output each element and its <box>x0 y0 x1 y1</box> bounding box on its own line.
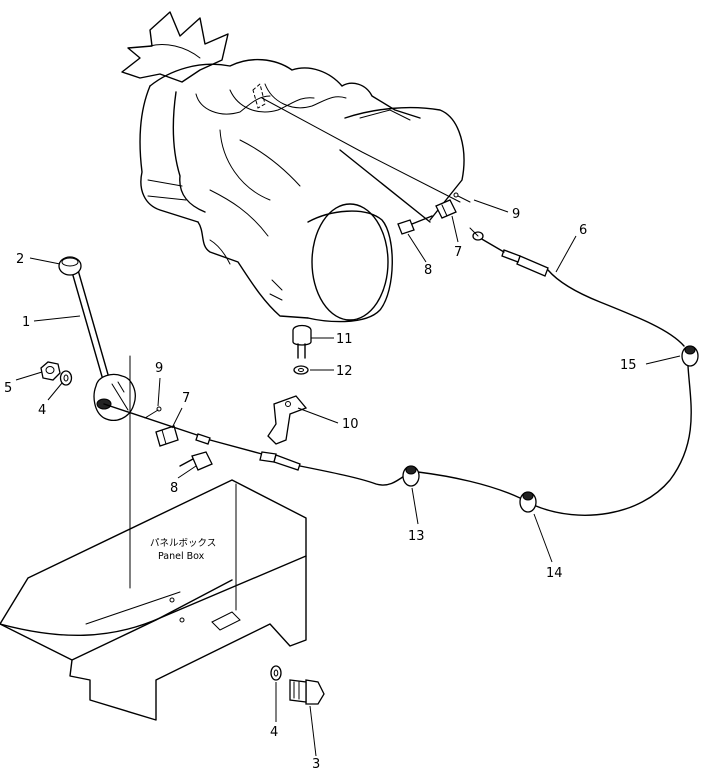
callout-6: 6 <box>579 223 587 238</box>
callout-4-lever: 4 <box>38 403 46 418</box>
washer-lever <box>59 370 73 386</box>
mount-bolt <box>292 324 312 359</box>
leader-lines <box>15 199 681 757</box>
callout-5: 5 <box>4 381 12 396</box>
callout-7-lever: 7 <box>182 391 190 406</box>
callout-7-engine: 7 <box>454 245 462 260</box>
callout-11: 11 <box>336 332 353 347</box>
nut <box>40 361 61 381</box>
callout-3: 3 <box>312 757 320 769</box>
control-cable <box>299 227 692 516</box>
cable-clamp-lower <box>519 491 537 513</box>
mount-washer <box>293 365 309 375</box>
callout-8-lever: 8 <box>170 481 178 496</box>
lever-knob <box>58 256 82 276</box>
clevis-engine-side <box>435 199 457 219</box>
callout-9-engine: 9 <box>512 207 520 222</box>
panel-box: パネルボックス Panel Box <box>0 355 307 721</box>
bolt-lever-side <box>179 451 213 471</box>
callout-13: 13 <box>408 529 425 544</box>
bolt-engine-side <box>397 215 433 235</box>
callout-14: 14 <box>546 566 563 581</box>
pin-lever-side <box>144 406 162 419</box>
clevis-lever-side <box>155 425 179 447</box>
cable-rod-lever-side <box>103 403 301 471</box>
callout-4-panel: 4 <box>270 725 278 740</box>
callout-2: 2 <box>16 252 24 267</box>
callout-labels: 2 1 5 4 9 7 8 11 12 10 13 14 15 6 9 7 8 … <box>4 207 637 769</box>
panel-bolt <box>289 679 325 705</box>
control-lever <box>71 269 110 381</box>
cable-clamp <box>402 465 420 487</box>
engine-assembly <box>121 11 465 323</box>
cable-clamp-upper <box>681 345 699 367</box>
callout-12: 12 <box>336 364 353 379</box>
panel-box-label-jp: パネルボックス <box>150 538 216 549</box>
panel-box-label-en: Panel Box <box>158 551 205 562</box>
washer-panel <box>270 665 282 681</box>
callout-9-lever: 9 <box>155 361 163 376</box>
callout-10: 10 <box>342 417 359 432</box>
pin-engine-side <box>453 192 471 203</box>
callout-15: 15 <box>620 358 637 373</box>
lever-bracket <box>93 373 136 421</box>
cable-bracket <box>267 395 308 445</box>
callout-1: 1 <box>22 315 30 330</box>
callout-8-engine: 8 <box>424 263 432 278</box>
